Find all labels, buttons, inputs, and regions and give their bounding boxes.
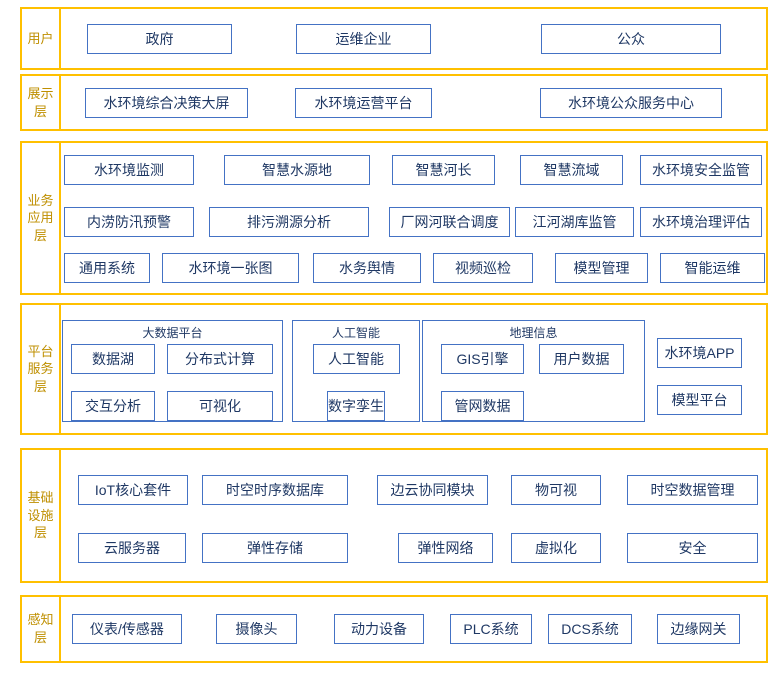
node-smart-basin: 智慧流域 — [520, 155, 623, 185]
node-edge-cloud-collab-module: 边云协同模块 — [377, 475, 488, 505]
layer-perception-label: 感知层 — [22, 597, 61, 661]
layer-business-label: 业务应用层 — [22, 143, 61, 293]
node-river-lake-supervision: 江河湖库监管 — [515, 207, 634, 237]
business-row-1: 水环境监测 智慧水源地 智慧河长 智慧流域 水环境安全监管 — [61, 155, 766, 185]
layer-users: 用户 政府 运维企业 公众 — [20, 7, 768, 70]
group-bigdata: 大数据平台 数据湖 分布式计算 交互分析 可视化 — [62, 320, 283, 422]
group-gis-row-2: 管网数据 — [423, 391, 644, 421]
node-general-system: 通用系统 — [64, 253, 150, 283]
infrastructure-row-2: 云服务器 弹性存储 弹性网络 虚拟化 安全 — [61, 533, 766, 563]
group-gis-title: 地理信息 — [509, 326, 558, 340]
node-data-lake: 数据湖 — [71, 344, 155, 374]
group-bigdata-row-1: 数据湖 分布式计算 — [63, 344, 282, 374]
architecture-diagram: 用户 政府 运维企业 公众 展示层 水环境综合决策大屏 水环境运营平台 水环境公… — [20, 7, 768, 663]
layer-infrastructure-label: 基础设施层 — [22, 450, 61, 581]
node-cloud-server: 云服务器 — [78, 533, 186, 563]
layer-platform: 平台服务层 大数据平台 数据湖 分布式计算 交互分析 可视化 人工智能 — [20, 303, 768, 435]
group-ai-row-1: 人工智能 — [293, 344, 419, 374]
node-water-env-governance-eval: 水环境治理评估 — [640, 207, 762, 237]
node-government: 政府 — [87, 23, 232, 54]
node-intelligent-ops: 智能运维 — [660, 253, 765, 283]
node-water-env-one-map: 水环境一张图 — [162, 253, 299, 283]
node-public-service-center: 水环境公众服务中心 — [540, 87, 722, 118]
group-bigdata-row-2: 交互分析 可视化 — [63, 391, 282, 421]
group-gis: 地理信息 GIS引擎 用户数据 管网数据 — [422, 320, 645, 422]
node-water-env-monitoring: 水环境监测 — [64, 155, 194, 185]
node-ops-enterprise: 运维企业 — [296, 23, 431, 54]
node-water-public-opinion: 水务舆情 — [313, 253, 421, 283]
infrastructure-row-1: IoT核心套件 时空时序数据库 边云协同模块 物可视 时空数据管理 — [61, 475, 766, 505]
node-spatiotemporal-timeseries-db: 时空时序数据库 — [202, 475, 348, 505]
layer-platform-content: 大数据平台 数据湖 分布式计算 交互分析 可视化 人工智能 人工智能 — [61, 305, 766, 433]
node-digital-twin: 数字孪生 — [327, 391, 385, 421]
node-interactive-analysis: 交互分析 — [71, 391, 155, 421]
node-security: 安全 — [627, 533, 758, 563]
node-virtualization: 虚拟化 — [511, 533, 601, 563]
layer-display-content: 水环境综合决策大屏 水环境运营平台 水环境公众服务中心 — [61, 76, 766, 129]
node-artificial-intelligence: 人工智能 — [312, 344, 400, 374]
business-row-2: 内涝防汛预警 排污溯源分析 厂网河联合调度 江河湖库监管 水环境治理评估 — [61, 207, 766, 237]
layer-platform-label: 平台服务层 — [22, 305, 61, 433]
platform-row: 大数据平台 数据湖 分布式计算 交互分析 可视化 人工智能 人工智能 — [61, 320, 766, 422]
node-dcs-system: DCS系统 — [548, 614, 632, 644]
node-thing-visual: 物可视 — [511, 475, 601, 505]
layer-business: 业务应用层 水环境监测 智慧水源地 智慧河长 智慧流域 水环境安全监管 内涝防汛… — [20, 141, 768, 295]
layer-users-label: 用户 — [22, 9, 61, 68]
business-row-3: 通用系统 水环境一张图 水务舆情 视频巡检 模型管理 智能运维 — [61, 253, 766, 283]
node-smart-water-source: 智慧水源地 — [224, 155, 370, 185]
node-iot-core-suite: IoT核心套件 — [78, 475, 188, 505]
node-pipe-network-data: 管网数据 — [441, 391, 524, 421]
layer-perception: 感知层 仪表/传感器 摄像头 动力设备 PLC系统 DCS系统 边缘网关 — [20, 595, 768, 663]
layer-perception-content: 仪表/传感器 摄像头 动力设备 PLC系统 DCS系统 边缘网关 — [61, 597, 766, 661]
layer-infrastructure-content: IoT核心套件 时空时序数据库 边云协同模块 物可视 时空数据管理 云服务器 弹… — [61, 450, 766, 581]
layer-users-content: 政府 运维企业 公众 — [61, 9, 766, 68]
platform-standalone-column: 水环境APP 模型平台 — [657, 320, 742, 415]
node-video-inspection: 视频巡检 — [433, 253, 533, 283]
node-edge-gateway: 边缘网关 — [657, 614, 740, 644]
node-gis-engine: GIS引擎 — [441, 344, 524, 374]
node-pollution-trace-analysis: 排污溯源分析 — [209, 207, 369, 237]
node-decision-screen: 水环境综合决策大屏 — [85, 87, 248, 118]
group-ai-title: 人工智能 — [331, 326, 380, 340]
layer-display-label: 展示层 — [22, 76, 61, 129]
group-gis-row-1: GIS引擎 用户数据 — [423, 344, 644, 374]
group-ai: 人工智能 人工智能 数字孪生 — [292, 320, 420, 422]
node-distributed-computing: 分布式计算 — [167, 344, 273, 374]
group-bigdata-title: 大数据平台 — [142, 326, 203, 340]
node-plc-system: PLC系统 — [450, 614, 532, 644]
node-model-management: 模型管理 — [555, 253, 648, 283]
node-waterlogging-flood-warning: 内涝防汛预警 — [64, 207, 194, 237]
node-public: 公众 — [541, 23, 721, 54]
node-water-env-safety-supervision: 水环境安全监管 — [640, 155, 762, 185]
node-smart-river-chief: 智慧河长 — [392, 155, 495, 185]
node-instrument-sensor: 仪表/传感器 — [72, 614, 182, 644]
node-visualization: 可视化 — [167, 391, 273, 421]
layer-display: 展示层 水环境综合决策大屏 水环境运营平台 水环境公众服务中心 — [20, 74, 768, 131]
node-user-data: 用户数据 — [539, 344, 624, 374]
node-camera: 摄像头 — [216, 614, 297, 644]
node-elastic-storage: 弹性存储 — [202, 533, 348, 563]
group-ai-row-2: 数字孪生 — [293, 391, 419, 421]
node-spatiotemporal-data-mgmt: 时空数据管理 — [627, 475, 758, 505]
node-elastic-network: 弹性网络 — [398, 533, 493, 563]
layer-business-content: 水环境监测 智慧水源地 智慧河长 智慧流域 水环境安全监管 内涝防汛预警 排污溯… — [61, 143, 766, 293]
node-model-platform: 模型平台 — [657, 385, 742, 415]
node-water-env-app: 水环境APP — [657, 338, 742, 368]
node-plant-network-river-dispatch: 厂网河联合调度 — [389, 207, 510, 237]
layer-infrastructure: 基础设施层 IoT核心套件 时空时序数据库 边云协同模块 物可视 时空数据管理 … — [20, 448, 768, 583]
node-power-equipment: 动力设备 — [334, 614, 424, 644]
node-operation-platform: 水环境运营平台 — [295, 87, 432, 118]
